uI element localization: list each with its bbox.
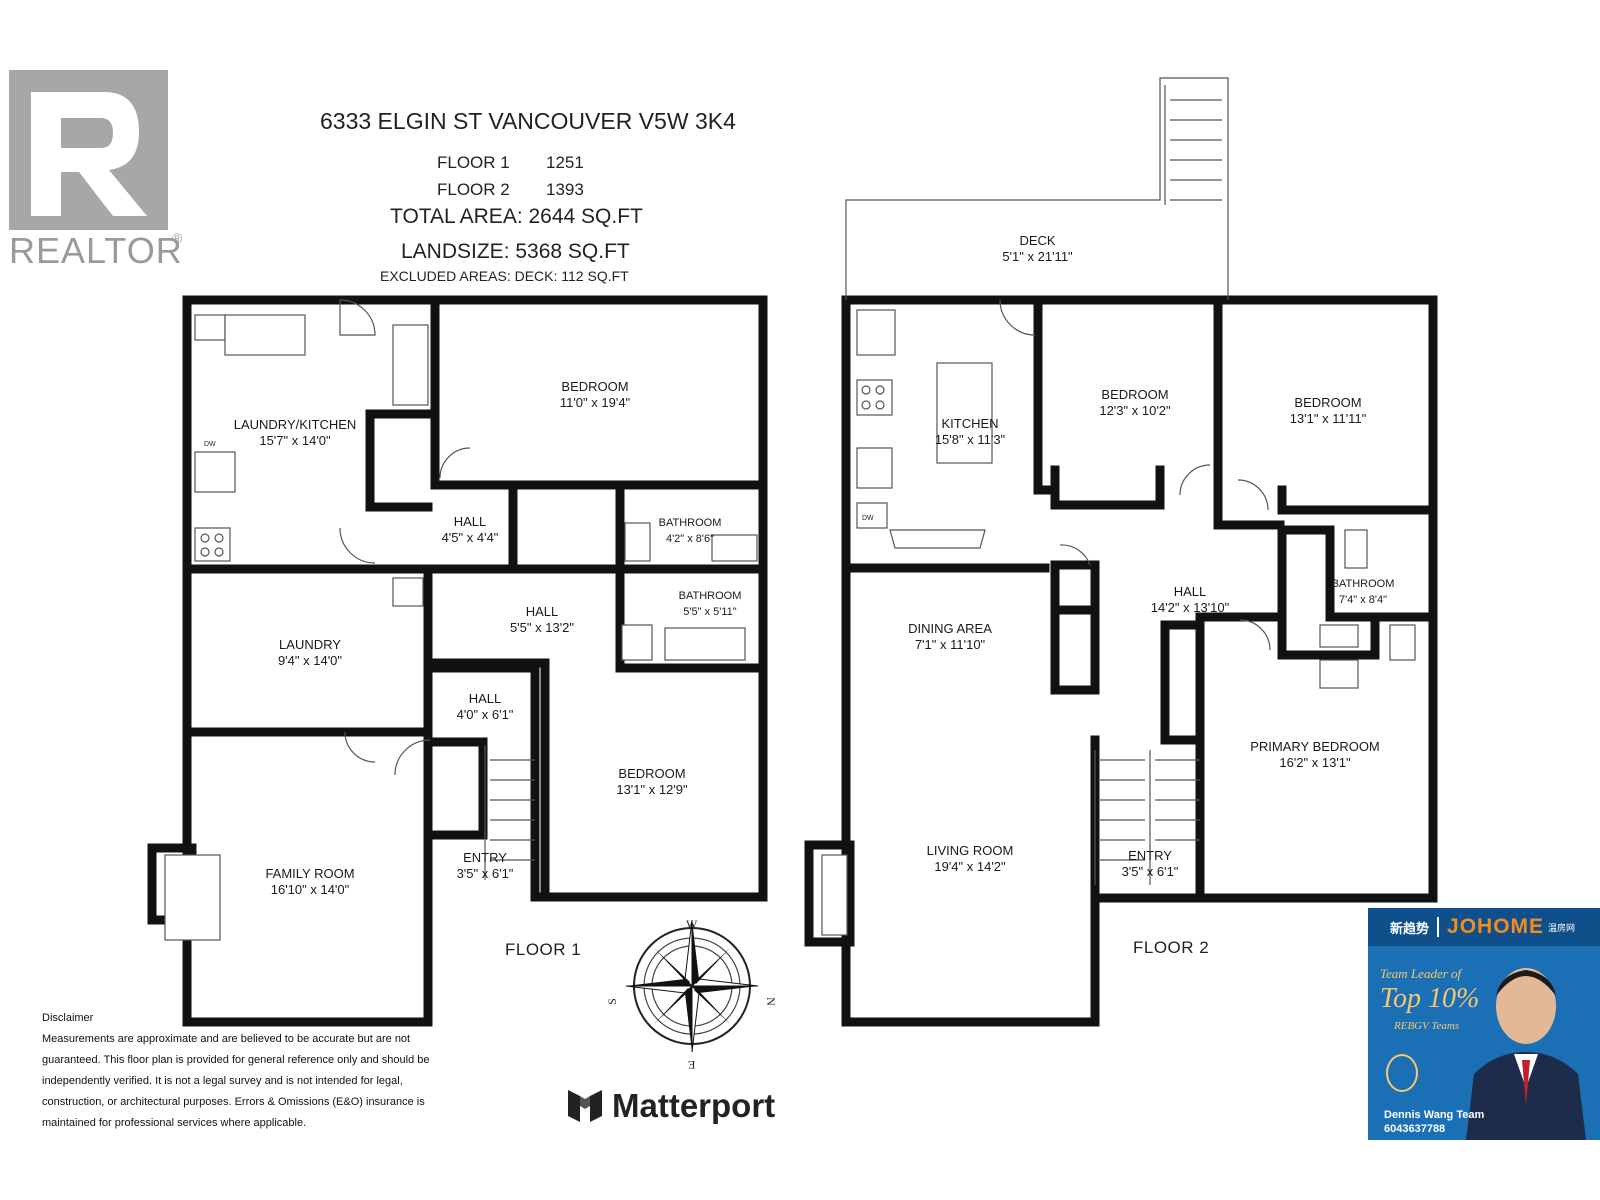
total-area: TOTAL AREA: 2644 SQ.FT	[390, 205, 643, 228]
floor1-fixtures	[164, 299, 758, 941]
brand-cn: 温房网	[1548, 922, 1576, 933]
matterport-logo: Matterport	[566, 1085, 775, 1127]
compass-rose-icon	[625, 919, 759, 1053]
compass-w-label: W	[686, 917, 698, 931]
realtor-wordmark: REALTOR	[9, 230, 183, 271]
matterport-icon	[568, 1090, 602, 1122]
dishwasher-label: DW	[204, 441, 216, 448]
brand-johome: JOHOME	[1447, 915, 1545, 938]
floor2-area-label: FLOOR 2	[437, 180, 510, 199]
compass-e-label: E	[688, 1058, 696, 1072]
agent-line1: Team Leader of	[1380, 966, 1462, 981]
floor2-fixtures	[821, 309, 1416, 936]
agent-card-brand-bar: 新趋势 JOHOME 温房网	[1368, 908, 1600, 946]
excluded-areas: EXCLUDED AREAS: DECK: 112 SQ.FT	[380, 268, 629, 284]
floor2-area-value: 1393	[546, 180, 584, 199]
registered-mark: ®	[172, 230, 183, 246]
deck	[845, 77, 1229, 336]
dishwasher-label: DW	[862, 515, 874, 522]
landsize: LANDSIZE: 5368 SQ.FT	[401, 240, 630, 263]
agent-name: Dennis Wang Team	[1384, 1109, 1485, 1121]
agent-line3: REBGV Teams	[1394, 1020, 1460, 1032]
floor1-walls	[147, 295, 768, 1027]
agent-photo	[1456, 956, 1586, 1140]
disclaimer: Disclaimer Measurements are approximate …	[42, 1008, 432, 1134]
matterport-wordmark: Matterport	[612, 1087, 776, 1124]
compass-n-label: N	[763, 997, 778, 1006]
floor1-area-label: FLOOR 1	[437, 153, 510, 172]
brand-divider	[1437, 917, 1440, 937]
agent-badge-icon	[1386, 1054, 1418, 1092]
brand-left: 新趋势	[1390, 920, 1430, 936]
disclaimer-title: Disclaimer	[42, 1012, 94, 1024]
agent-phone: 6043637788	[1384, 1123, 1446, 1135]
disclaimer-body: Measurements are approximate and are bel…	[42, 1033, 430, 1129]
realtor-mark-icon	[9, 70, 168, 230]
floor2-label: FLOOR 2	[1133, 938, 1210, 957]
agent-line2: Top 10%	[1380, 983, 1480, 1014]
compass-s-label: S	[604, 998, 619, 1005]
agent-card: 新趋势 JOHOME 温房网 Team Leader of Top 10% RE…	[1368, 908, 1600, 1140]
realtor-logo: REALTOR ®	[9, 70, 184, 275]
address-title: 6333 ELGIN ST VANCOUVER V5W 3K4	[320, 108, 736, 134]
floor1-area-value: 1251	[546, 153, 584, 172]
floor1-label: FLOOR 1	[505, 940, 582, 959]
